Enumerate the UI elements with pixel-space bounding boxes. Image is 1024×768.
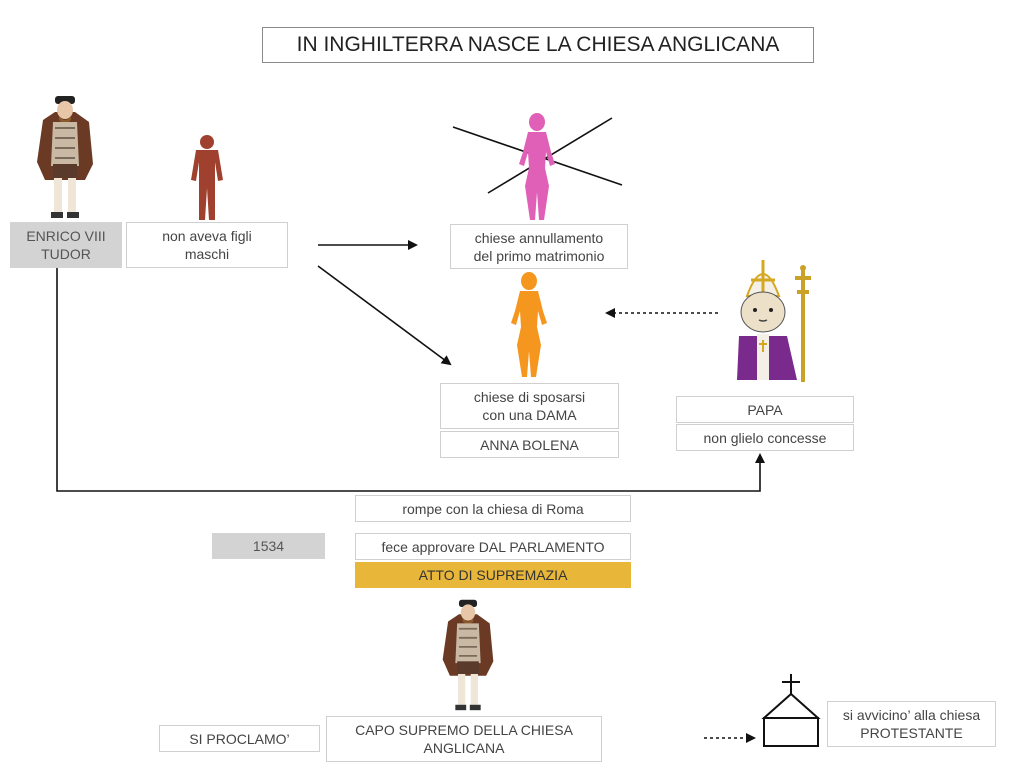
church-icon — [761, 674, 821, 747]
pope-icon — [737, 260, 811, 382]
supreme-head-box: CAPO SUPREMO DELLA CHIESA ANGLICANA — [326, 716, 602, 762]
proclaimed-box: SI PROCLAMO’ — [159, 725, 320, 752]
breaks-with-rome-box: rompe con la chiesa di Roma — [355, 495, 631, 522]
male-silhouette-icon — [191, 135, 223, 220]
papa-box: PAPA — [676, 396, 854, 423]
arrow-to-sposarsi — [317, 265, 452, 366]
protestant-church-box: si avvicino’ alla chiesa PROTESTANTE — [827, 701, 996, 747]
act-of-supremacy-box: ATTO DI SUPREMAZIA — [355, 562, 631, 588]
not-granted-box: non glielo concesse — [676, 424, 854, 451]
connector-enrico-to-papa — [56, 268, 765, 492]
enrico-viii-box: ENRICO VIII TUDOR — [10, 222, 122, 268]
parliament-approval-box: fece approvare DAL PARLAMENTO — [355, 533, 631, 560]
woman-silhouette-orange-icon — [511, 272, 547, 377]
page-title: IN INGHILTERRA NASCE LA CHIESA ANGLICANA — [262, 27, 814, 63]
woman-silhouette-pink-icon — [519, 113, 555, 220]
annulment-request-box: chiese annullamento del primo matrimonio — [450, 224, 628, 269]
marry-lady-box: chiese di sposarsi con una DAMA — [440, 383, 619, 429]
no-sons-box: non aveva figli maschi — [126, 222, 288, 268]
anna-bolena-box: ANNA BOLENA — [440, 431, 619, 458]
henry-viii-portrait-bottom-icon — [442, 599, 494, 711]
henry-viii-portrait-icon — [37, 96, 93, 218]
year-1534-box: 1534 — [212, 533, 325, 559]
